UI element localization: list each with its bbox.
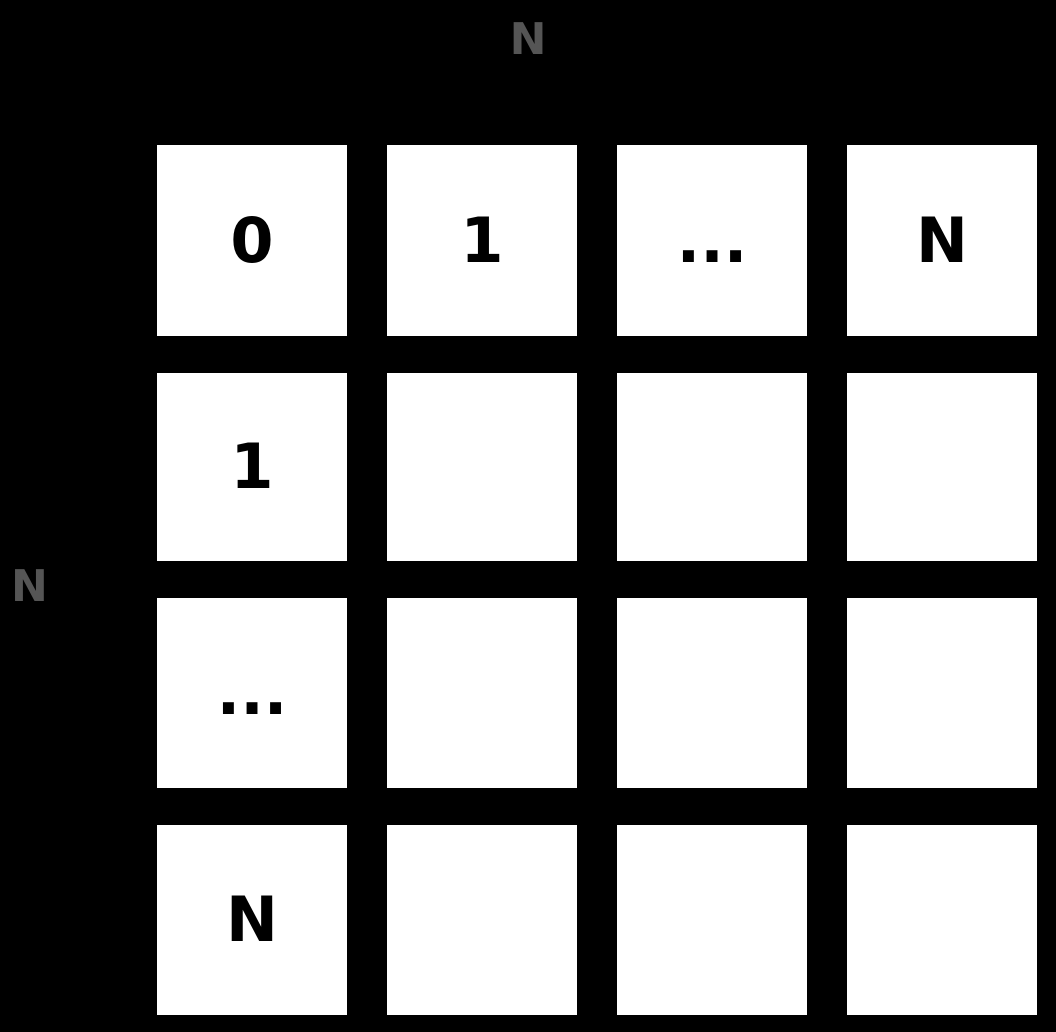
- grid-cell-r0c2[interactable]: ...: [617, 145, 807, 336]
- grid-cell-r3c0[interactable]: N: [157, 825, 347, 1015]
- grid-cell-r1c3[interactable]: [847, 373, 1037, 561]
- grid-cell-label-r0c3: N: [916, 203, 968, 277]
- grid-cell-r1c2[interactable]: [617, 373, 807, 561]
- grid-cell-label-r0c0: 0: [230, 203, 274, 277]
- grid-cell-r0c0[interactable]: 0: [157, 145, 347, 336]
- grid-cell-r0c3[interactable]: N: [847, 145, 1037, 336]
- grid-cell-r2c0[interactable]: ...: [157, 598, 347, 788]
- grid-cell-label-r0c2: ...: [676, 203, 748, 277]
- grid-cell-r0c1[interactable]: 1: [387, 145, 577, 336]
- grid-cell-r2c3[interactable]: [847, 598, 1037, 788]
- grid-cell-r1c0[interactable]: 1: [157, 373, 347, 561]
- grid-cell-r1c1[interactable]: [387, 373, 577, 561]
- grid-cell-r3c3[interactable]: [847, 825, 1037, 1015]
- grid-cell-r2c2[interactable]: [617, 598, 807, 788]
- top-axis-label: N: [509, 14, 547, 65]
- left-axis-label: N: [11, 561, 48, 612]
- grid-cell-label-r3c0: N: [226, 883, 278, 956]
- grid-cell-label-r2c0: ...: [216, 656, 288, 729]
- grid-cell-r2c1[interactable]: [387, 598, 577, 788]
- grid-cell-label-r1c0: 1: [230, 430, 274, 503]
- grid-cell-r3c1[interactable]: [387, 825, 577, 1015]
- grid-cell-r3c2[interactable]: [617, 825, 807, 1015]
- grid-cell-label-r0c1: 1: [460, 203, 504, 277]
- matrix-grid: 0 1 ... N 1 ...: [157, 145, 1038, 1018]
